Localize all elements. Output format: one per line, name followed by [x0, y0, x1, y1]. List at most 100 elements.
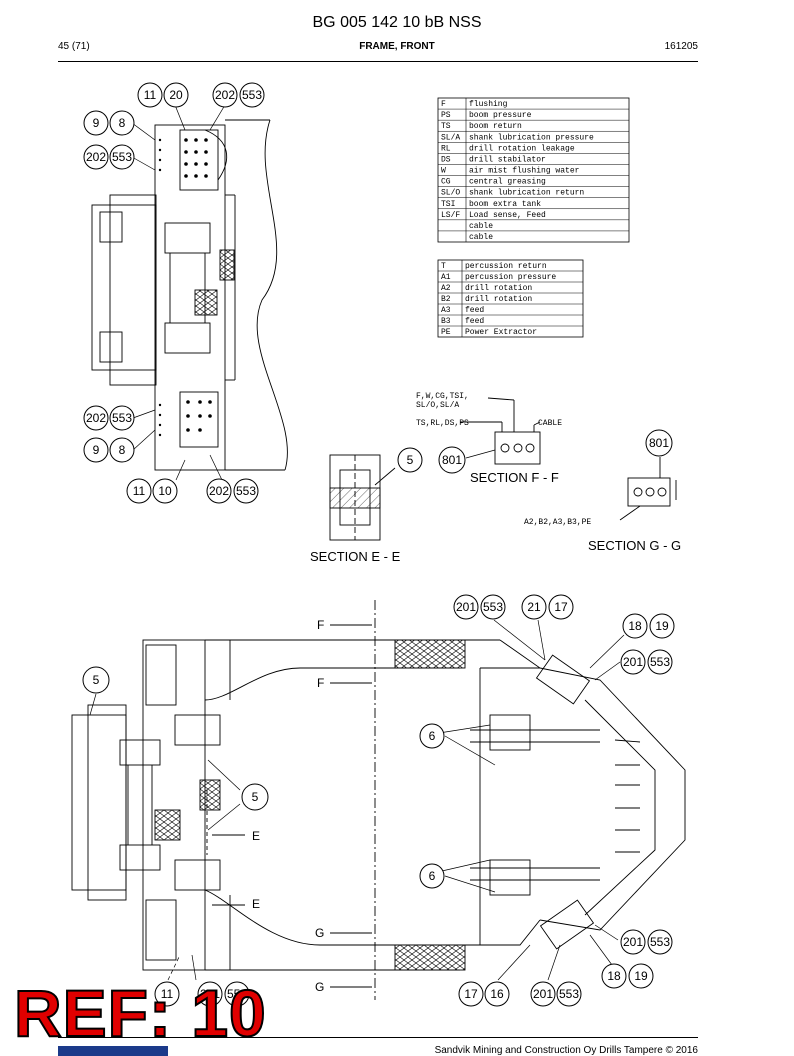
- ff-annotation-mid: TS,RL,DS,PS: [416, 419, 469, 428]
- legend-description: boom return: [469, 122, 522, 131]
- callout-21: 21: [527, 600, 541, 614]
- callout-9: 9: [93, 443, 100, 457]
- ff-annotation-line1: F,W,CG,TSI,: [416, 392, 469, 401]
- legend-code: TS: [441, 122, 451, 131]
- callout-553: 553: [112, 411, 132, 425]
- legend-description: boom extra tank: [469, 200, 541, 209]
- callout-201: 201: [623, 935, 643, 949]
- callout-553: 553: [112, 150, 132, 164]
- cut-g-top: G: [315, 926, 324, 940]
- callout-16: 16: [490, 987, 504, 1001]
- cut-e-top: E: [252, 829, 260, 843]
- callout-17: 17: [464, 987, 478, 1001]
- callout-10: 10: [158, 484, 172, 498]
- callout-201: 201: [533, 987, 553, 1001]
- callout-553: 553: [650, 655, 670, 669]
- legend-code: A2: [441, 284, 451, 293]
- page-number: 45 (71): [58, 41, 90, 52]
- callout-202: 202: [215, 88, 235, 102]
- callout-553: 553: [227, 987, 247, 1001]
- cut-f-top: F: [317, 618, 324, 632]
- legend-code: A3: [441, 306, 451, 315]
- legend-description: shank lubrication pressure: [469, 133, 594, 142]
- callout-801: 801: [649, 436, 669, 450]
- callout-201: 201: [200, 987, 220, 1001]
- callout-6: 6: [429, 869, 436, 883]
- header-rule: [58, 61, 698, 62]
- cut-markers: F F E E G G: [252, 618, 324, 994]
- legend-description: Load sense, Feed: [469, 211, 546, 220]
- sandvik-logo: [58, 1046, 168, 1056]
- legend-description: percussion pressure: [465, 273, 556, 282]
- legend-description: central greasing: [469, 178, 546, 187]
- cut-g-bottom: G: [315, 980, 324, 994]
- legend-description: drill rotation: [465, 284, 532, 293]
- legend-code: B3: [441, 317, 451, 326]
- legend-code: A1: [441, 273, 451, 282]
- section-annotations: F,W,CG,TSI, SL/O,SL/A TS,RL,DS,PS CABLE …: [416, 392, 591, 527]
- legend-code: F: [441, 100, 446, 109]
- legend-description: feed: [465, 317, 484, 326]
- callout-201: 201: [456, 600, 476, 614]
- legend-code: T: [441, 262, 446, 271]
- callout-11: 11: [161, 987, 174, 1001]
- legend-code: W: [441, 167, 446, 176]
- section-labels: SECTION E - E SECTION F - F SECTION G - …: [310, 470, 681, 564]
- legend-code: PS: [441, 111, 451, 120]
- legend-description: shank lubrication return: [469, 189, 584, 198]
- footer-copyright: Sandvik Mining and Construction Oy Drill…: [434, 1045, 698, 1056]
- callout-6: 6: [429, 729, 436, 743]
- legend-description: flushing: [469, 100, 508, 109]
- callout-11: 11: [144, 88, 157, 102]
- legend-description: cable: [469, 233, 493, 242]
- legend-code: SL/O: [441, 189, 460, 198]
- callout-553: 553: [236, 484, 256, 498]
- callout-5: 5: [93, 673, 100, 687]
- callout-11: 11: [133, 484, 146, 498]
- footer-rule: [58, 1037, 698, 1038]
- section-gg-drawing: [619, 457, 677, 521]
- top-frame-view: [91, 119, 288, 471]
- top-frame-holes: [158, 138, 212, 437]
- legend-description: cable: [469, 222, 493, 231]
- legend-description: drill stabilator: [469, 155, 546, 164]
- legend-code: SL/A: [441, 133, 460, 142]
- callout-553: 553: [483, 600, 503, 614]
- callout-553: 553: [242, 88, 262, 102]
- callout-801: 801: [442, 453, 462, 467]
- bottom-frame-view: [71, 600, 686, 1000]
- document-number: BG 005 142 10 bB NSS: [312, 14, 482, 31]
- callout-5: 5: [252, 790, 259, 804]
- legend-code: TSI: [441, 200, 455, 209]
- document-date: 161205: [664, 41, 698, 52]
- cut-f-bottom: F: [317, 676, 324, 690]
- section-ee-drawing: [329, 454, 396, 541]
- legend-code: LS/F: [441, 211, 460, 220]
- section-title: FRAME, FRONT: [359, 41, 435, 52]
- legend-description: Power Extractor: [465, 328, 537, 337]
- callout-8: 8: [119, 116, 126, 130]
- section-gg-label: SECTION G - G: [588, 538, 681, 553]
- section-ff-label: SECTION F - F: [470, 470, 559, 485]
- cut-e-bottom: E: [252, 897, 260, 911]
- callout-18: 18: [607, 969, 621, 983]
- section-ee-label: SECTION E - E: [310, 549, 401, 564]
- legend-description: boom pressure: [469, 111, 532, 120]
- callouts: 11 20 202 553 9 8 202 553 202 553 9 8 11…: [82, 82, 675, 1007]
- callout-19: 19: [634, 969, 648, 983]
- legend-description: percussion return: [465, 262, 547, 271]
- legend-description: feed: [465, 306, 484, 315]
- legend-description: air mist flushing water: [469, 167, 580, 176]
- callout-5: 5: [407, 453, 414, 467]
- legend-code: CG: [441, 178, 451, 187]
- callout-19: 19: [655, 619, 669, 633]
- ff-annotation-cable: CABLE: [538, 419, 562, 428]
- legend-code: B2: [441, 295, 451, 304]
- callout-9: 9: [93, 116, 100, 130]
- callout-553: 553: [559, 987, 579, 1001]
- callout-20: 20: [169, 88, 183, 102]
- callout-202: 202: [86, 411, 106, 425]
- legend-code: DS: [441, 155, 451, 164]
